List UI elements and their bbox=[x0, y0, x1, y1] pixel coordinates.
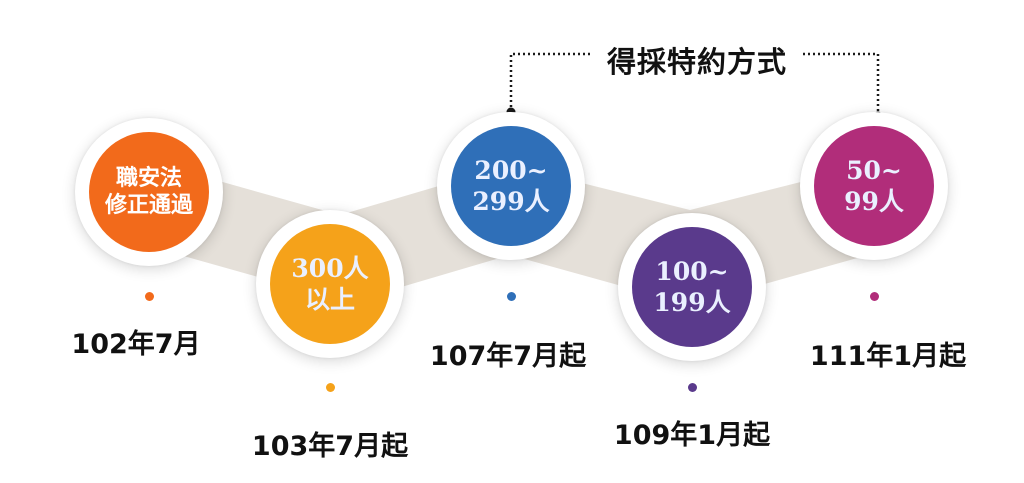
milestone-text-5-line-2: 99人 bbox=[844, 187, 904, 216]
milestone-date-4: 109年1月起 bbox=[613, 420, 771, 451]
milestone-disc-4: 100~ 199人 bbox=[632, 227, 752, 347]
milestone-text-3-line-2: 299人 bbox=[472, 187, 550, 216]
milestone-node-2: 300人 以上 bbox=[256, 210, 404, 358]
milestone-node-4: 100~ 199人 bbox=[618, 213, 766, 361]
milestone-date-3: 107年7月起 bbox=[429, 341, 587, 372]
milestone-node-3: 200~ 299人 bbox=[437, 112, 585, 260]
milestone-dot-1 bbox=[145, 292, 154, 301]
milestone-text-2-line-2: 以上 bbox=[304, 285, 355, 314]
milestone-disc-1: 職安法 修正通過 bbox=[89, 132, 209, 252]
milestone-dot-5 bbox=[870, 292, 879, 301]
milestone-date-2: 103年7月起 bbox=[251, 431, 409, 462]
milestone-node-5: 50~ 99人 bbox=[800, 112, 948, 260]
milestone-text-1-line-2: 修正通過 bbox=[104, 193, 193, 218]
milestone-disc-5: 50~ 99人 bbox=[814, 126, 934, 246]
milestone-dot-4 bbox=[688, 383, 697, 392]
milestone-text-4-line-2: 199人 bbox=[653, 288, 731, 317]
milestone-dot-3 bbox=[507, 292, 516, 301]
milestone-dot-2 bbox=[326, 383, 335, 392]
milestone-text-1-line-1: 職安法 bbox=[115, 165, 182, 191]
milestone-text-2-line-1: 300人 bbox=[291, 253, 369, 283]
milestone-date-5: 111年1月起 bbox=[809, 341, 967, 372]
milestone-date-1: 102年7月 bbox=[71, 329, 201, 360]
milestone-node-1: 職安法 修正通過 bbox=[75, 118, 223, 266]
milestone-disc-3: 200~ 299人 bbox=[451, 126, 571, 246]
milestone-disc-2: 300人 以上 bbox=[270, 224, 390, 344]
milestone-text-3-line-1: 200~ bbox=[474, 155, 548, 185]
milestone-text-5-line-1: 50~ bbox=[846, 155, 902, 185]
milestone-text-4-line-1: 100~ bbox=[655, 256, 729, 286]
special-contract-label: 得採特約方式 bbox=[592, 38, 802, 82]
